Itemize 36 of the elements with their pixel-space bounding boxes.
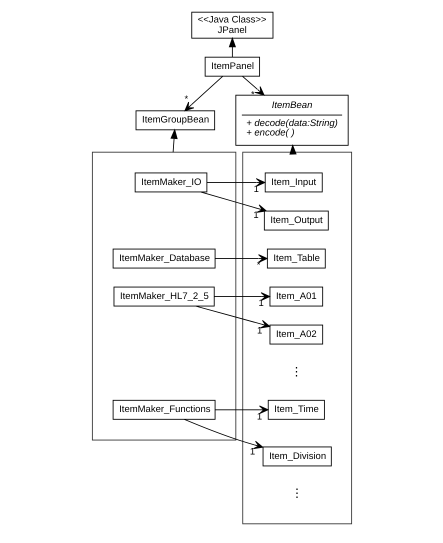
arrow (170, 128, 178, 153)
node-box: ItemMaker_Functions (112, 400, 216, 420)
node-box: Item_Input (264, 172, 322, 192)
node-box: ItemMaker_IO (134, 172, 207, 192)
node-box: Item_A01 (269, 286, 323, 306)
edge-label: 1 (258, 298, 264, 310)
node-box: Item_Table (266, 248, 326, 268)
node-box: ItemMaker_Database (112, 248, 216, 268)
arrow (214, 292, 270, 301)
node-box: Item_Time (267, 400, 324, 420)
node-box: ItemBean + decode(data:String) + encode( ) (234, 94, 348, 146)
arrow (214, 405, 268, 414)
arrow (183, 418, 263, 450)
label: ⋮ (290, 486, 303, 500)
arrow (214, 254, 268, 263)
edge-label: 1 (256, 411, 262, 422)
arrow (228, 36, 236, 58)
node-box: <<Java Class>> JPanel (190, 12, 273, 39)
node-box: Item_Output (263, 210, 328, 230)
arrow (242, 76, 264, 96)
node-box: ItemGroupBean (135, 110, 215, 130)
arrow (194, 306, 270, 328)
edge-label: 1 (252, 210, 258, 221)
arrow (184, 76, 223, 112)
edge-label: 1 (249, 446, 255, 458)
arrow (200, 192, 266, 213)
label: ⋮ (290, 364, 302, 378)
node-box: Item_Division (262, 446, 332, 466)
edge-label: 1 (256, 326, 262, 337)
arrow (206, 178, 265, 187)
edge-label: * (184, 94, 188, 106)
node-box: ItemPanel (204, 56, 260, 77)
cluster (242, 152, 352, 524)
node-box: Item_A02 (269, 324, 323, 345)
cluster (91, 152, 236, 440)
node-box: ItemMaker_HL7_2_5 (113, 286, 214, 306)
